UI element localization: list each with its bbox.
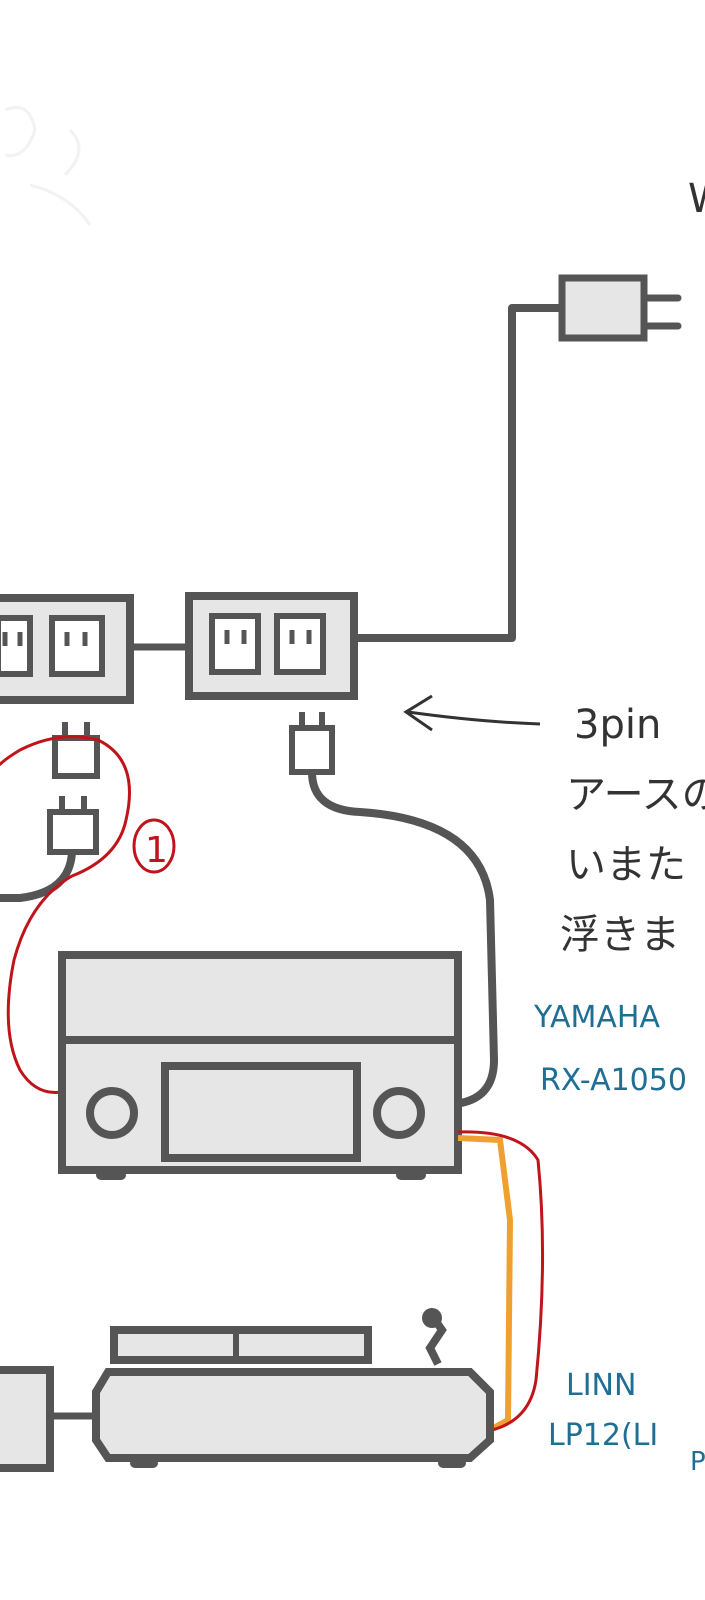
turntable-label-extra: P [690, 1447, 705, 1477]
power-outlet-icon [49, 615, 105, 677]
wall-plug [558, 274, 682, 342]
ground-wire [0, 735, 131, 1095]
power-plug-icon [558, 274, 648, 342]
ground-wire-turntable [457, 1130, 545, 1432]
receiver-label-brand: YAMAHA [533, 1000, 660, 1035]
power-plug-icon [289, 725, 335, 775]
note-line-1: 3pin [574, 702, 661, 748]
arrow-left-icon [403, 694, 541, 732]
marker-label: 1 [145, 830, 168, 871]
power-strip-right [185, 592, 358, 700]
plug-left-upper [52, 722, 100, 779]
power-supply-box [0, 1366, 54, 1472]
note-top-right: W [688, 176, 705, 222]
mains-cable [357, 304, 562, 642]
turntable-icon [92, 1307, 494, 1468]
turntable-label-brand: LINN [566, 1368, 636, 1403]
plug-right [289, 712, 499, 1108]
note-line-3: いまた [566, 842, 686, 888]
turntable-label-model: LP12(LI [548, 1418, 658, 1453]
note-line-4: 浮きま [560, 912, 680, 958]
signal-cable [457, 1135, 514, 1433]
note-line-2: アースの [566, 772, 705, 818]
plug-left-lower [0, 796, 99, 902]
power-outlet-icon [274, 613, 326, 675]
marker-circle [132, 818, 176, 874]
faint-sketch [4, 106, 92, 226]
power-plug-icon [52, 735, 100, 779]
receiver-icon [58, 951, 462, 1180]
receiver-label-model: RX-A1050 [540, 1063, 687, 1098]
power-strip-left [0, 594, 134, 704]
power-outlet-icon [209, 613, 261, 675]
power-plug-icon [47, 809, 99, 855]
